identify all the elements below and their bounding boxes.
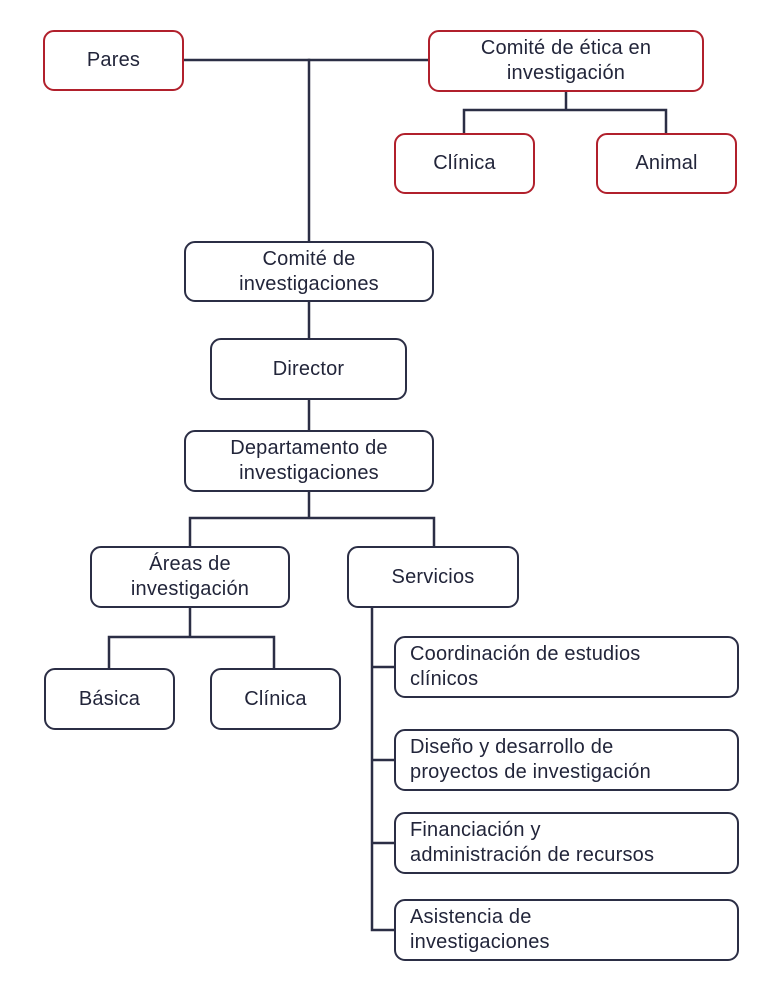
node-coordinacion: Coordinación de estudios clínicos (394, 636, 739, 698)
node-areas-clinica: Clínica (210, 668, 341, 730)
node-label: Asistencia de investigaciones (410, 906, 550, 953)
connector-departamento-branch (188, 490, 436, 548)
node-label: Clínica (244, 687, 307, 710)
node-label: Coordinación de estudios clínicos (410, 643, 641, 690)
node-label: Servicios (391, 565, 475, 588)
node-departamento: Departamento de investigaciones (184, 430, 434, 492)
node-pares: Pares (43, 30, 184, 91)
node-label: Diseño y desarrollo de proyectos de inve… (410, 736, 651, 783)
node-label: Áreas de investigación (130, 553, 250, 600)
node-label: Departamento de investigaciones (230, 437, 388, 484)
node-etica-animal: Animal (596, 133, 737, 194)
node-areas-investigacion: Áreas de investigación (90, 546, 290, 608)
connector-etica-branch (462, 90, 668, 135)
node-label: Pares (86, 49, 141, 71)
node-diseno: Diseño y desarrollo de proyectos de inve… (394, 729, 739, 791)
node-label: Animal (635, 152, 698, 174)
node-asistencia: Asistencia de investigaciones (394, 899, 739, 961)
node-basica: Básica (44, 668, 175, 730)
node-comite-etica: Comité de ética en investigación (428, 30, 704, 92)
node-label: Comité de ética en investigación (480, 37, 652, 84)
node-etica-clinica: Clínica (394, 133, 535, 194)
node-comite-investigaciones: Comité de investigaciones (184, 241, 434, 302)
node-director: Director (210, 338, 407, 400)
node-financiacion: Financiación y administración de recurso… (394, 812, 739, 874)
node-label: Básica (78, 687, 141, 710)
node-label: Director (272, 357, 345, 380)
node-servicios: Servicios (347, 546, 519, 608)
connector-areas-branch (107, 606, 276, 670)
node-label: Financiación y administración de recurso… (410, 819, 655, 866)
connector-servicios-list (370, 606, 396, 932)
node-label: Clínica (433, 152, 496, 174)
node-label: Comité de investigaciones (239, 247, 379, 295)
